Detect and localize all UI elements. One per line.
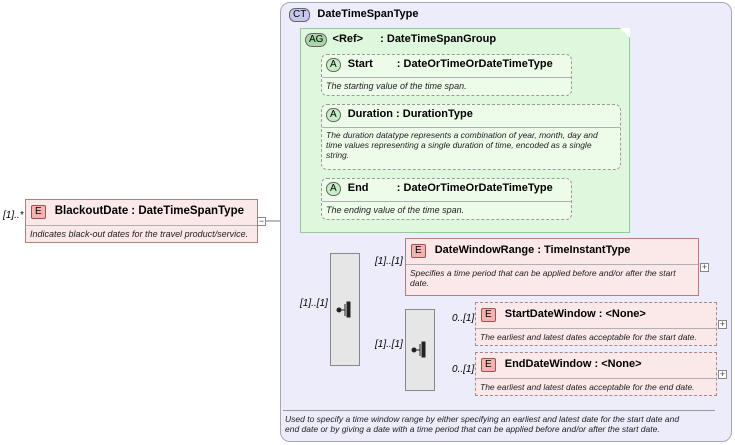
element-type: : DateTimeSpanType (131, 205, 244, 217)
element-type: : <None> (594, 358, 642, 370)
complex-type-badge: CT (289, 8, 311, 22)
attribute-doc-line: time values representing a single durati… (326, 140, 592, 150)
attribute-type: : DateOrTimeOrDateTimeType (396, 182, 553, 194)
element-end-date-window[interactable]: E EndDateWindow : <None> The earliest an… (475, 352, 717, 396)
complex-type-doc-divider (283, 410, 715, 411)
attribute-badge: A (326, 108, 341, 122)
attribute-doc: The starting value of the time span. (326, 81, 467, 91)
attribute-type: : DurationType (396, 108, 473, 120)
complex-type-name: DateTimeSpanType (317, 8, 419, 20)
element-name: EndDateWindow (504, 358, 592, 370)
attribute-group-type: : DateTimeSpanGroup (380, 33, 497, 45)
element-doc: Indicates black-out dates for the travel… (30, 229, 249, 239)
attribute-duration[interactable]: A Duration : DurationType The duration d… (321, 104, 621, 170)
element-doc: The earliest and latest dates acceptable… (480, 382, 695, 392)
collapse-toggle[interactable]: − (257, 216, 266, 226)
element-badge: E (31, 205, 46, 219)
cardinality-label: [1]..* (3, 210, 24, 221)
attribute-group-ref: <Ref> (332, 33, 364, 45)
attribute-badge: A (326, 58, 341, 72)
end-date-window-cardinality: 0..[1] (452, 364, 475, 375)
element-doc: The earliest and latest dates acceptable… (480, 332, 697, 342)
attribute-badge: A (326, 182, 341, 196)
element-name: BlackoutDate (54, 205, 129, 217)
element-date-window-range[interactable]: E DateWindowRange : TimeInstantType Spec… (405, 238, 699, 296)
element-name: StartDateWindow (504, 308, 596, 320)
element-badge: E (481, 358, 496, 372)
attribute-doc-line: string. (326, 150, 350, 160)
element-badge: E (481, 308, 496, 322)
complex-type-doc-line: Used to specify a time window range by e… (285, 414, 680, 424)
sequence-icon (336, 301, 351, 318)
root-cardinality: [1]..* (3, 209, 24, 221)
attribute-name: End (347, 182, 369, 194)
inner-sequence-compositor[interactable] (405, 309, 435, 391)
attribute-start[interactable]: A Start : DateOrTimeOrDateTimeType The s… (321, 54, 572, 96)
element-doc-line: Specifies a time period that can be appl… (410, 268, 676, 278)
inner-sequence-cardinality: [1]..[1] (375, 339, 403, 350)
sequence-cardinality: [1]..[1] (300, 298, 328, 309)
date-window-range-cardinality: [1]..[1] (375, 256, 403, 267)
element-type: : TimeInstantType (537, 244, 631, 256)
element-name: DateWindowRange (434, 244, 535, 256)
start-date-window-cardinality: 0..[1] (452, 313, 475, 324)
element-badge: E (411, 244, 426, 258)
attribute-doc-line: The duration datatype represents a combi… (326, 130, 598, 140)
complex-type-doc: Used to specify a time window range by e… (285, 414, 679, 434)
expand-toggle[interactable]: + (718, 319, 727, 329)
attribute-doc: The ending value of the time span. (326, 205, 465, 215)
expand-toggle[interactable]: + (700, 262, 709, 272)
complex-type-doc-line: end date or by giving a date with a time… (285, 424, 660, 434)
element-type: : <None> (598, 308, 646, 320)
element-doc-line: date. (410, 278, 429, 288)
element-start-date-window[interactable]: E StartDateWindow : <None> The earliest … (475, 302, 717, 346)
attribute-name: Duration (347, 108, 393, 120)
attribute-end[interactable]: A End : DateOrTimeOrDateTimeType The end… (321, 178, 572, 220)
element-doc: Specifies a time period that can be appl… (406, 265, 698, 291)
attribute-group-fold (620, 28, 630, 38)
expand-toggle[interactable]: + (718, 369, 727, 379)
attribute-doc: The duration datatype represents a combi… (322, 128, 620, 162)
attribute-type: : DateOrTimeOrDateTimeType (396, 58, 553, 70)
sequence-icon (411, 341, 426, 358)
attribute-group-badge: AG (305, 33, 328, 47)
sequence-compositor[interactable] (330, 253, 360, 366)
element-blackout-date[interactable]: E BlackoutDate : DateTimeSpanType Indica… (25, 199, 258, 243)
attribute-name: Start (347, 58, 373, 70)
